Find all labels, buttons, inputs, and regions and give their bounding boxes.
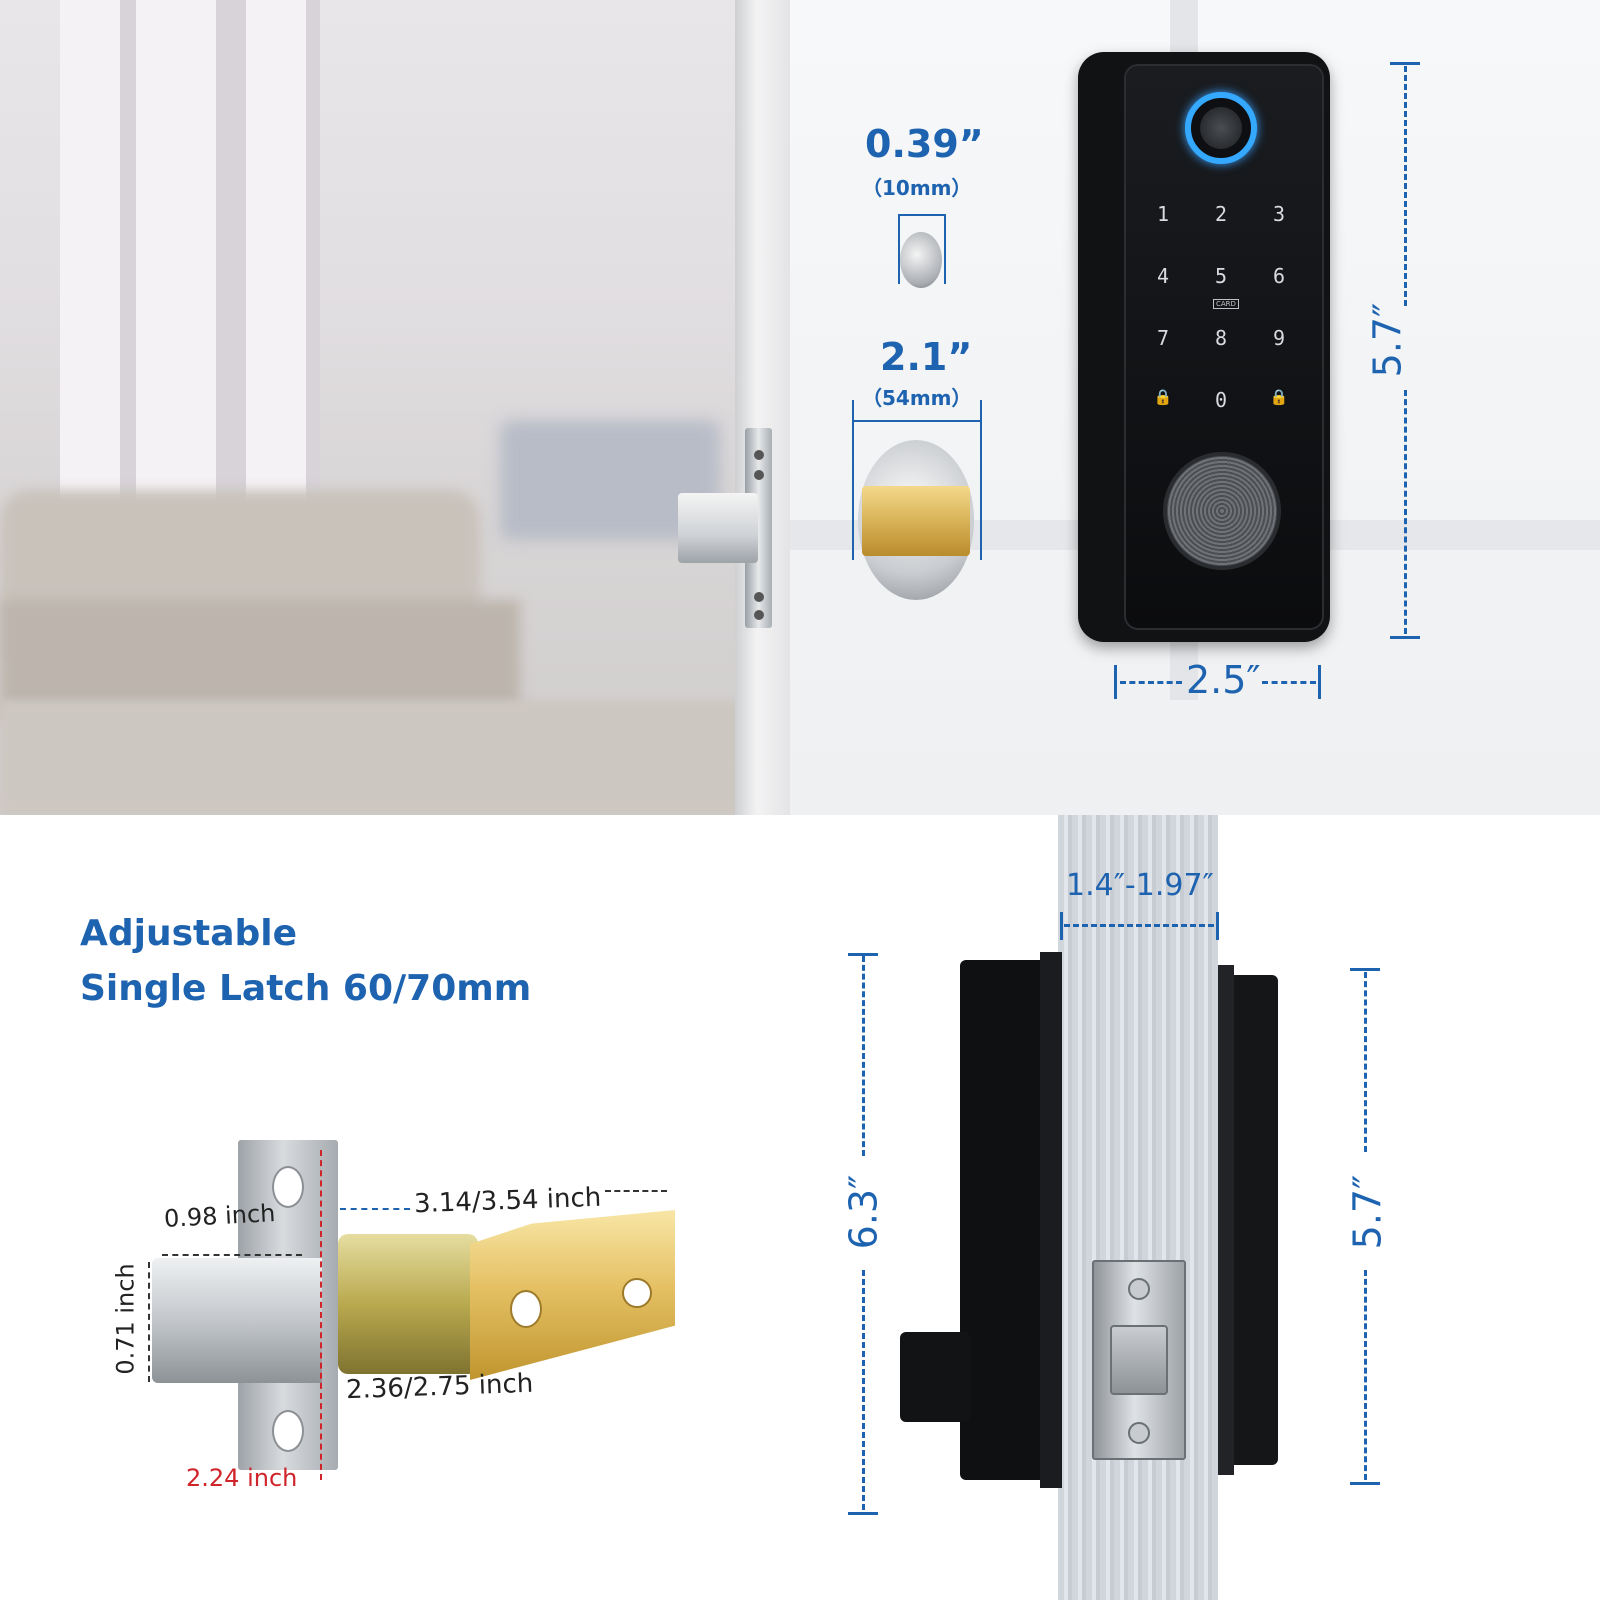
keypad-key-6: 6 — [1272, 264, 1286, 288]
card-reader-badge: CARD — [1213, 299, 1239, 309]
outer-height-label: 6.3″ — [841, 1174, 886, 1250]
bolt-length-dim-line — [162, 1254, 302, 1256]
inner-height-dim-cap — [1350, 968, 1380, 971]
keypad-key-3: 3 — [1272, 202, 1286, 226]
door-thickness-label: 1.4″-1.97″ — [1066, 868, 1214, 903]
outer-height-dim-line — [862, 1270, 865, 1510]
window-strip — [246, 0, 306, 520]
hole-small-mm: （10mm） — [862, 176, 972, 200]
height-dim-line — [1404, 390, 1407, 634]
bolt-length-label: 0.98 inch — [163, 1199, 277, 1233]
plate-height-dim-line — [320, 1150, 322, 1480]
plate-height-label: 2.24 inch — [186, 1464, 298, 1492]
outer-height-dim-line — [862, 956, 865, 1156]
inner-height-dim-cap — [1350, 1482, 1380, 1485]
door-edge — [735, 0, 790, 815]
screw-icon — [1128, 1278, 1150, 1300]
lock-icon: 🔒 — [1269, 388, 1289, 406]
brass-hole — [622, 1278, 652, 1308]
width-dim-cap — [1318, 665, 1321, 699]
hole-big-latch-brass — [862, 486, 970, 556]
fingerprint-pad — [1200, 107, 1242, 149]
hole-small-inch: 0.39” — [865, 122, 984, 166]
screw-icon — [1128, 1422, 1150, 1444]
plate-hole — [272, 1166, 304, 1208]
floor — [0, 700, 790, 815]
window-frame — [216, 0, 246, 560]
keypad-key-4: 4 — [1156, 264, 1170, 288]
thickness-dim-cap — [1216, 912, 1219, 940]
width-dim-label: 2.5″ — [1186, 658, 1261, 702]
bolt-height-label: 0.71 inch — [111, 1263, 140, 1375]
interior-body-edge — [1218, 965, 1234, 1475]
height-dim-cap — [1390, 636, 1420, 639]
room-photo — [0, 0, 790, 815]
inner-height-dim-line — [1364, 972, 1367, 1152]
inner-height-dim-line — [1364, 1270, 1367, 1480]
door-cross-section — [1058, 815, 1218, 1600]
length-a-dim-line — [605, 1190, 667, 1192]
hole-big-dim-line — [852, 420, 980, 422]
deadbolt-face — [1110, 1325, 1168, 1395]
thickness-dim-cap — [1060, 912, 1063, 940]
thumb-turn — [900, 1332, 970, 1422]
keypad-key-5: 5 — [1214, 264, 1228, 288]
width-dim-line — [1120, 681, 1182, 684]
width-dim-cap — [1114, 665, 1117, 699]
keypad-key-1: 1 — [1156, 202, 1170, 226]
headline-line-2: Single Latch 60/70mm — [80, 968, 532, 1009]
hole-small-illustration — [900, 232, 942, 288]
brass-hole — [510, 1290, 542, 1328]
width-dim-line — [1262, 681, 1316, 684]
outer-height-dim-cap — [848, 1512, 878, 1515]
window-strip — [136, 0, 216, 520]
latch-bolt — [152, 1258, 322, 1383]
keypad-key-7: 7 — [1156, 326, 1170, 350]
height-dim-cap — [1390, 62, 1420, 65]
window-strip — [60, 0, 120, 520]
outer-height-dim-cap — [848, 953, 878, 956]
latch-bolt — [678, 493, 758, 563]
inner-height-label: 5.7″ — [1345, 1174, 1390, 1250]
keypad-key-0: 0 — [1214, 388, 1228, 412]
headline-line-1: Adjustable — [80, 913, 298, 954]
window-frame — [120, 0, 136, 560]
hole-big-inch: 2.1” — [880, 335, 973, 379]
lock-knob — [1163, 452, 1281, 570]
plate-hole — [272, 1410, 304, 1452]
keypad-key-2: 2 — [1214, 202, 1228, 226]
window-frame — [306, 0, 320, 560]
thickness-dim-line — [1064, 924, 1214, 927]
hole-small-dim-tick — [898, 214, 900, 284]
height-dim-label: 5.7″ — [1365, 302, 1410, 378]
hole-big-mm: （54mm） — [862, 386, 972, 410]
screw-icon — [754, 470, 764, 480]
exterior-body-edge — [1040, 952, 1062, 1488]
screw-icon — [754, 610, 764, 620]
hole-big-dim-tick — [980, 400, 982, 560]
height-dim-line — [1404, 66, 1407, 306]
length-a-dim-line — [340, 1208, 410, 1210]
length-b-label: 2.36/2.75 inch — [345, 1368, 534, 1406]
hole-big-dim-tick — [852, 400, 854, 560]
screw-icon — [754, 592, 764, 602]
screw-icon — [754, 450, 764, 460]
keypad-key-9: 9 — [1272, 326, 1286, 350]
lock-icon: 🔒 — [1153, 388, 1173, 406]
hole-small-dim-line — [898, 214, 944, 216]
latch-cylinder — [338, 1234, 478, 1374]
bolt-height-dim-line — [148, 1262, 150, 1382]
length-a-label: 3.14/3.54 inch — [413, 1182, 602, 1220]
hole-small-dim-tick — [944, 214, 946, 284]
keypad-key-8: 8 — [1214, 326, 1228, 350]
